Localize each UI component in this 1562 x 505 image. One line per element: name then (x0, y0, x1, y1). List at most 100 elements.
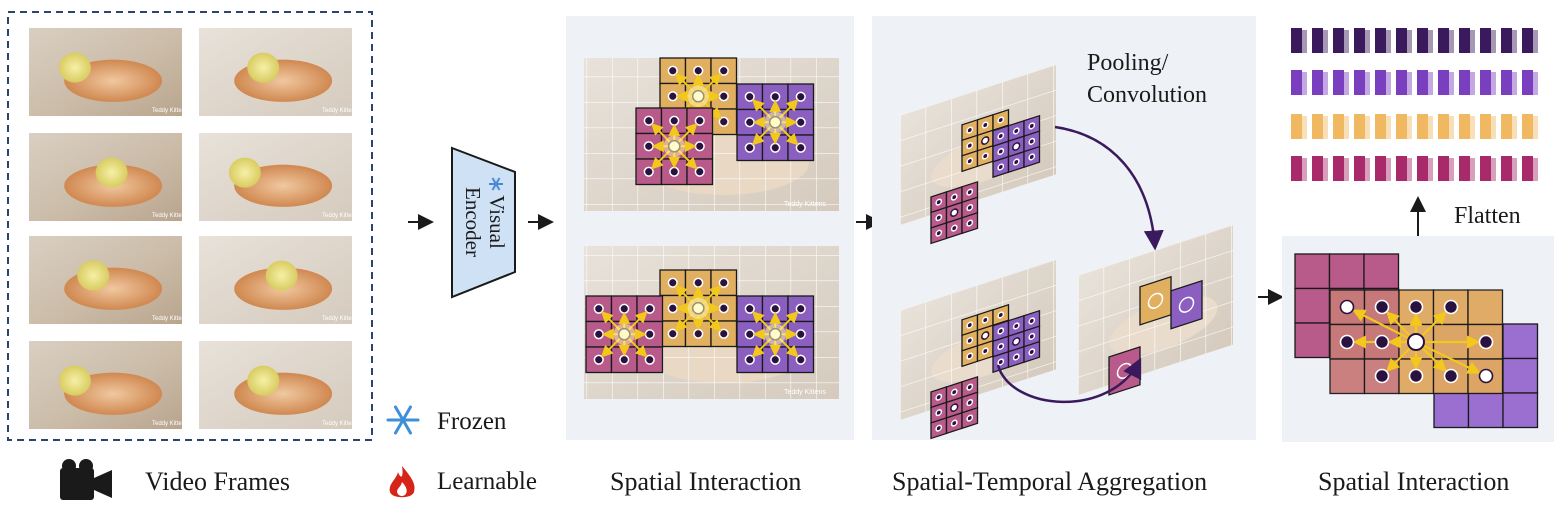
token-dot (966, 188, 974, 196)
token-bar (1522, 156, 1533, 181)
token-dot (718, 65, 729, 76)
token-dot (1012, 353, 1020, 361)
patch-cell (1467, 392, 1504, 429)
token-dot (643, 115, 654, 126)
patch-cell (1294, 287, 1331, 324)
token-bar (1354, 114, 1365, 139)
token-dot (694, 166, 705, 177)
token-shadow (1470, 158, 1475, 181)
token-shadow (1344, 116, 1349, 139)
token-dot (718, 303, 729, 314)
video-frame: Teddy Kittens (29, 341, 188, 429)
token-dot (644, 329, 655, 340)
watermark-text: Teddy Kittens (784, 201, 827, 208)
token-patch (736, 295, 815, 374)
token-dot (966, 383, 974, 391)
token-dot (667, 65, 678, 76)
token-dot (795, 303, 806, 314)
token-shadow (1533, 116, 1538, 139)
token-dot (966, 352, 974, 360)
token-shadow (1470, 30, 1475, 53)
token-shadow (1491, 72, 1496, 95)
token-shadow (1386, 158, 1391, 181)
token-shadow (1491, 30, 1496, 53)
token-bar (1522, 28, 1533, 53)
token-bar (1438, 28, 1449, 53)
token-bar (1459, 156, 1470, 181)
watermark-text: Teddy Kittens (322, 316, 358, 322)
patch-cell (1467, 289, 1504, 326)
token-dot (693, 328, 704, 339)
token-bar (1354, 28, 1365, 53)
watermark-text: Teddy Kittens (152, 213, 188, 219)
token-shadow (1302, 30, 1307, 53)
glow (687, 297, 709, 319)
token-bar (1438, 70, 1449, 95)
token-dot (669, 115, 680, 126)
token-dot (997, 116, 1005, 124)
token-bar (1333, 114, 1344, 139)
token-dot (718, 277, 729, 288)
glow (764, 111, 786, 133)
token-shadow (1533, 158, 1538, 181)
token-bar (1396, 70, 1407, 95)
token-dot (718, 91, 729, 102)
token-dot (795, 142, 806, 153)
token-bar (1501, 156, 1512, 181)
token-bar (1312, 70, 1323, 95)
token-bar (1312, 28, 1323, 53)
token-dot (981, 121, 989, 129)
convolution-curve-arrow (996, 357, 1142, 404)
spatial-temporal-label: Spatial-Temporal Aggregation (892, 467, 1208, 496)
token-dot (935, 424, 943, 432)
pooled-patch (1170, 279, 1203, 330)
chick-shape (228, 157, 261, 188)
video-frame: Teddy Kittens (29, 236, 188, 324)
token-dot (795, 117, 806, 128)
token-bar (1501, 70, 1512, 95)
token-bar (1291, 114, 1302, 139)
token-dot (667, 277, 678, 288)
token-shadow (1470, 72, 1475, 95)
temporal-frame (900, 64, 1056, 245)
token-shadow (1323, 72, 1328, 95)
token-dot (966, 142, 974, 150)
token-dot (997, 327, 1005, 335)
patch-cell (1328, 253, 1365, 290)
token-dot (667, 328, 678, 339)
token-shadow (1449, 116, 1454, 139)
token-dot (950, 388, 958, 396)
glow (687, 85, 709, 107)
encoder-label-line1: Visual (485, 195, 509, 249)
video-frame: Teddy Kittens (29, 133, 188, 221)
spatial-interaction-label: Spatial Interaction (610, 467, 802, 496)
token-dot (693, 65, 704, 76)
token-dot (935, 393, 943, 401)
watermark-text: Teddy Kittens (322, 213, 358, 219)
center-token (1339, 299, 1355, 315)
token-dot (795, 329, 806, 340)
token-bar (1417, 28, 1428, 53)
token-dot (1028, 348, 1036, 356)
interaction-arrow (1421, 311, 1447, 337)
center-token (950, 208, 959, 217)
glow (764, 323, 786, 345)
token-bar (1522, 114, 1533, 139)
token-shadow (1512, 116, 1517, 139)
token-shadow (1302, 72, 1307, 95)
token-patch (930, 180, 979, 245)
token-shadow (1302, 158, 1307, 181)
token-patch (659, 269, 738, 348)
token-shadow (1386, 30, 1391, 53)
flame-icon (389, 466, 415, 498)
token-dot (935, 198, 943, 206)
token-dot (1443, 299, 1459, 315)
token-dot (1374, 299, 1390, 315)
token-dot (966, 337, 974, 345)
token-dot (619, 354, 630, 365)
token-shadow (1323, 158, 1328, 181)
token-dot (966, 204, 974, 212)
interaction-arrow (1386, 311, 1411, 337)
token-dot (718, 116, 729, 127)
token-dot (718, 328, 729, 339)
